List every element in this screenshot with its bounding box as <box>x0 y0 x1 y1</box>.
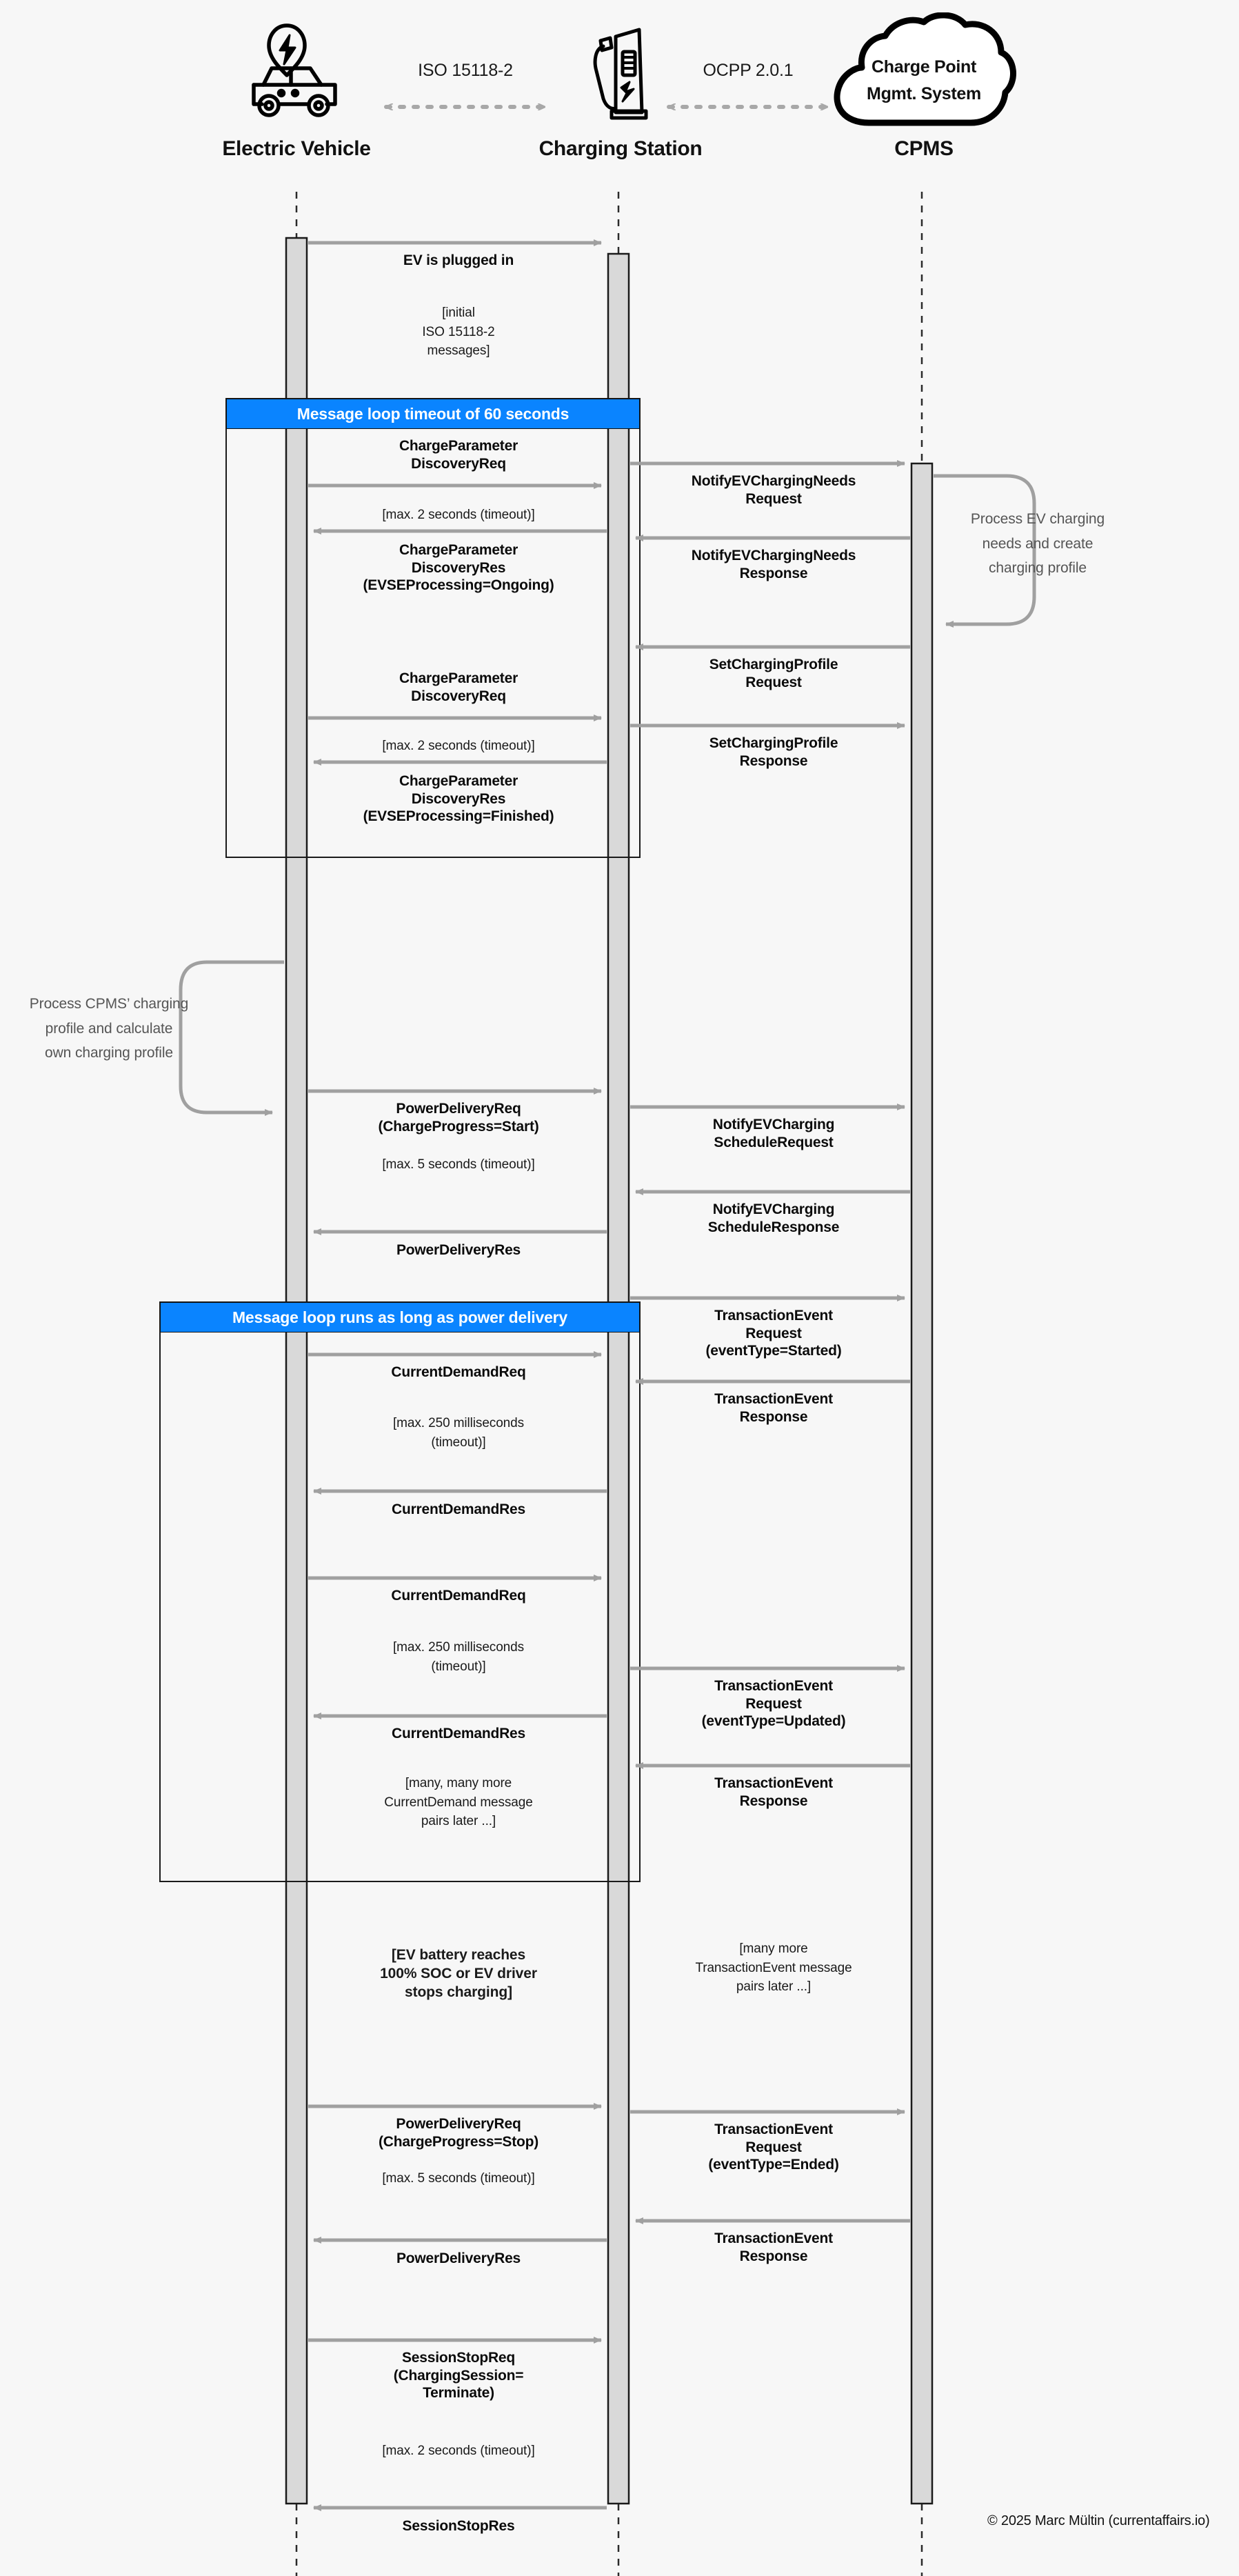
message-label-powerdeliveryres-1: PowerDeliveryRes <box>396 1242 521 1258</box>
message-label-notifyevchargingneeds-request: NotifyEVChargingNeeds Request <box>691 473 856 507</box>
message-label-currentdemandres-2: CurrentDemandRes <box>391 1726 525 1741</box>
cloud-icon <box>827 12 1020 133</box>
charging-station-icon <box>531 12 710 133</box>
message-label-sessionstopreq: SessionStopReq (ChargingSession= Termina… <box>393 2350 524 2402</box>
note-initial-iso-messages: [initial ISO 15118-2 messages] <box>422 306 495 359</box>
message-label-transactionevent-request-started: TransactionEvent Request (eventType=Star… <box>705 1308 842 1359</box>
ev-self-loop-arrow <box>179 960 284 1116</box>
cloud-label: Charge Point Mgmt. System <box>827 54 1020 108</box>
note-ev-battery-100-soc: [EV battery reaches 100% SOC or EV drive… <box>380 1947 537 2000</box>
actor-label-electric-vehicle: Electric Vehicle <box>222 137 371 160</box>
electric-car-icon <box>207 12 386 133</box>
copyright-label: © 2025 Marc Mültin (currentaffairs.io) <box>987 2513 1210 2528</box>
loop-header-1: Message loop timeout of 60 seconds <box>226 399 640 429</box>
note-many-transactionevent-pairs: [many more TransactionEvent message pair… <box>695 1941 852 1995</box>
activation-bars <box>285 237 934 2505</box>
message-label-transactionevent-request-updated: TransactionEvent Request (eventType=Upda… <box>701 1678 846 1730</box>
note-timeout-5s-2: [max. 5 seconds (timeout)] <box>382 2171 535 2186</box>
message-label-transactionevent-response-3: TransactionEvent Response <box>714 2230 833 2264</box>
actor-charging-station: Charging Station <box>531 12 710 161</box>
note-timeout-250ms-1: [max. 250 milliseconds (timeout)] <box>393 1416 524 1450</box>
message-label-powerdeliveryres-2: PowerDeliveryRes <box>396 2250 521 2266</box>
right-message-arrows <box>630 460 910 2224</box>
left-message-arrows <box>308 239 607 2511</box>
lifelines <box>295 192 923 2576</box>
message-label-notifyevchargingneeds-response: NotifyEVChargingNeeds Response <box>691 548 856 581</box>
message-label-currentdemandres-1: CurrentDemandRes <box>391 1501 525 1517</box>
self-note-cpms-process: Process EV charging needs and create cha… <box>970 511 1105 577</box>
message-label-ev-plugged-in: EV is plugged in <box>403 252 514 268</box>
message-label-chargeparameterdiscoveryres-ongoing: ChargeParameter DiscoveryRes (EVSEProces… <box>363 542 554 594</box>
protocol-label-iso: ISO 15118-2 <box>418 61 513 80</box>
note-timeout-5s-1: [max. 5 seconds (timeout)] <box>382 1157 535 1172</box>
actor-electric-vehicle: Electric Vehicle <box>207 12 386 161</box>
note-timeout-2s-3: [max. 2 seconds (timeout)] <box>382 2444 535 2458</box>
message-label-currentdemandreq-1: CurrentDemandReq <box>391 1364 526 1380</box>
message-label-setchargingprofile-request: SetChargingProfile Request <box>709 657 838 690</box>
message-label-powerdeliveryreq-stop: PowerDeliveryReq (ChargeProgress=Stop) <box>378 2116 539 2150</box>
actor-cpms: CPMS <box>827 12 1020 161</box>
message-label-chargeparameterdiscoveryres-finished: ChargeParameter DiscoveryRes (EVSEProces… <box>363 773 554 825</box>
protocol-label-ocpp: OCPP 2.0.1 <box>703 61 794 80</box>
message-label-transactionevent-request-ended: TransactionEvent Request (eventType=Ende… <box>708 2121 839 2173</box>
cpms-self-loop-arrow <box>934 474 1036 628</box>
actor-label-cpms: CPMS <box>894 137 954 160</box>
message-label-setchargingprofile-response: SetChargingProfile Response <box>709 735 838 769</box>
note-many-currentdemand-pairs: [many, many more CurrentDemand message p… <box>384 1776 533 1829</box>
cloud-label-line2: Mgmt. System <box>867 83 981 103</box>
self-note-ev-process: Process CPMS’ charging profile and calcu… <box>29 996 189 1061</box>
message-label-currentdemandreq-2: CurrentDemandReq <box>391 1588 526 1604</box>
message-label-chargeparameterdiscoveryreq-2: ChargeParameter DiscoveryReq <box>399 670 518 704</box>
actor-label-charging-station: Charging Station <box>538 137 703 160</box>
note-timeout-250ms-2: [max. 250 milliseconds (timeout)] <box>393 1640 524 1674</box>
message-label-chargeparameterdiscoveryreq-1: ChargeParameter DiscoveryReq <box>399 438 518 472</box>
message-label-powerdeliveryreq-start: PowerDeliveryReq (ChargeProgress=Start) <box>378 1101 539 1135</box>
message-label-transactionevent-response-2: TransactionEvent Response <box>714 1775 833 1809</box>
cloud-label-line1: Charge Point <box>872 57 976 77</box>
message-label-notifyevchargingschedule-response: NotifyEVCharging ScheduleResponse <box>707 1201 840 1235</box>
note-timeout-2s-2: [max. 2 seconds (timeout)] <box>382 739 535 753</box>
loop-header-2: Message loop runs as long as power deliv… <box>160 1302 640 1332</box>
message-label-notifyevchargingschedule-request: NotifyEVCharging ScheduleRequest <box>712 1117 835 1150</box>
note-timeout-2s-1: [max. 2 seconds (timeout)] <box>382 508 535 522</box>
message-label-transactionevent-response-1: TransactionEvent Response <box>714 1391 833 1425</box>
message-label-sessionstopres: SessionStopRes <box>402 2518 515 2534</box>
